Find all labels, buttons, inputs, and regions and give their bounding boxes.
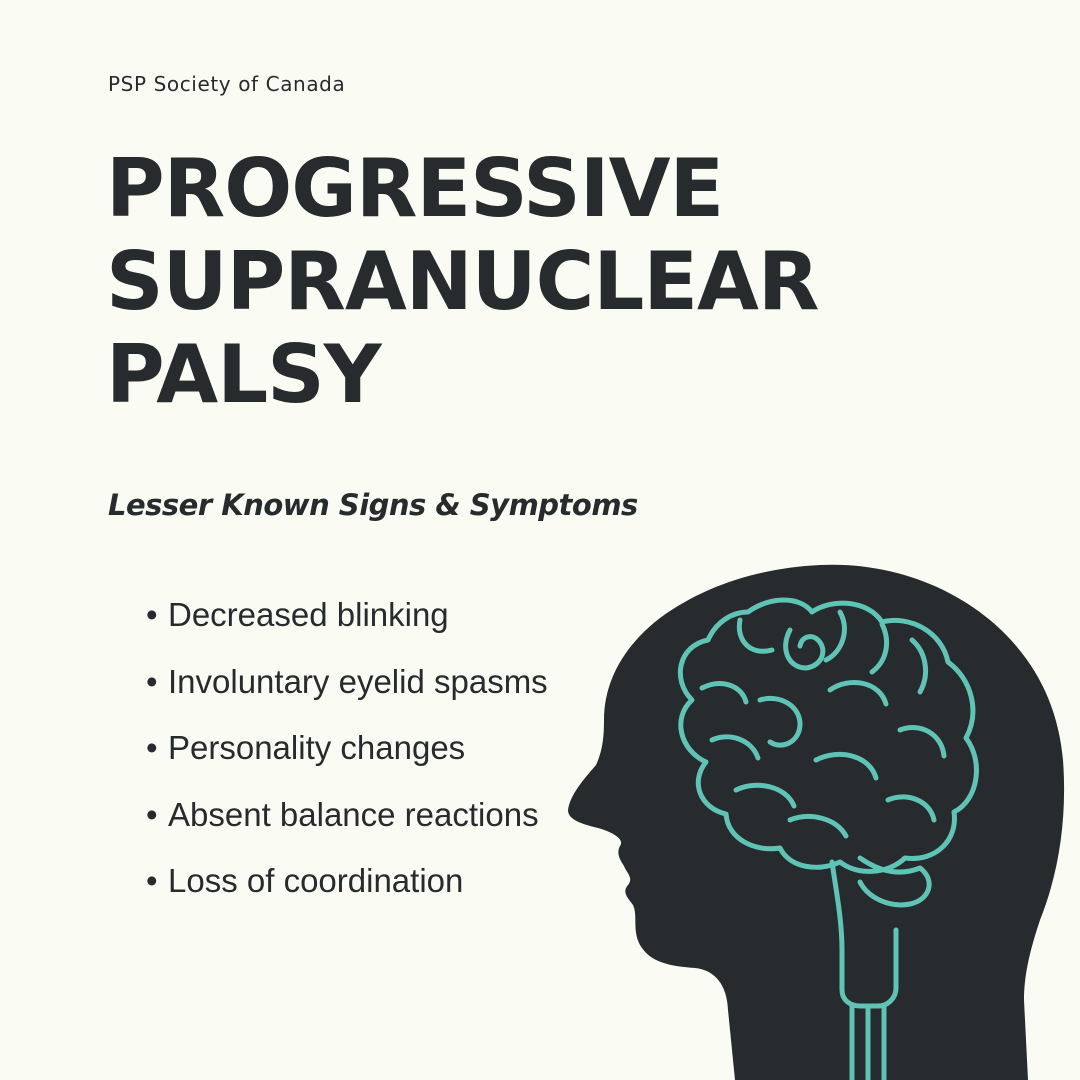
organization-name: PSP Society of Canada — [108, 72, 346, 96]
bullet-icon: • — [146, 662, 158, 700]
symptom-label: Absent balance reactions — [168, 795, 539, 833]
symptom-label: Personality changes — [168, 729, 466, 766]
page-title: PROGRESSIVE SUPRANUCLEAR PALSY — [106, 142, 819, 421]
symptom-label: Involuntary eyelid spasms — [168, 662, 548, 700]
title-line: SUPRANUCLEAR — [106, 235, 819, 328]
brain-icon — [677, 597, 979, 1080]
symptom-label: Loss of coordination — [168, 862, 464, 899]
symptom-label: Decreased blinking — [168, 596, 449, 633]
bullet-icon: • — [146, 862, 158, 899]
bullet-icon: • — [146, 795, 158, 833]
subtitle: Lesser Known Signs & Symptoms — [108, 488, 638, 522]
symptom-item: • Loss of coordination — [146, 858, 548, 925]
symptom-item: • Involuntary eyelid spasms — [146, 659, 548, 726]
bullet-icon: • — [146, 729, 158, 766]
symptom-item: • Decreased blinking — [146, 592, 548, 659]
symptom-list: • Decreased blinking • Involuntary eyelid … — [146, 592, 548, 925]
symptom-item: • Personality changes — [146, 725, 548, 792]
head-silhouette — [568, 564, 1065, 1080]
title-line: PROGRESSIVE — [106, 142, 724, 235]
bullet-icon: • — [146, 596, 158, 633]
title-line: PALSY — [106, 328, 382, 421]
symptom-item: • Absent balance reactions — [146, 792, 548, 859]
head-brain-icon — [568, 564, 1065, 1080]
